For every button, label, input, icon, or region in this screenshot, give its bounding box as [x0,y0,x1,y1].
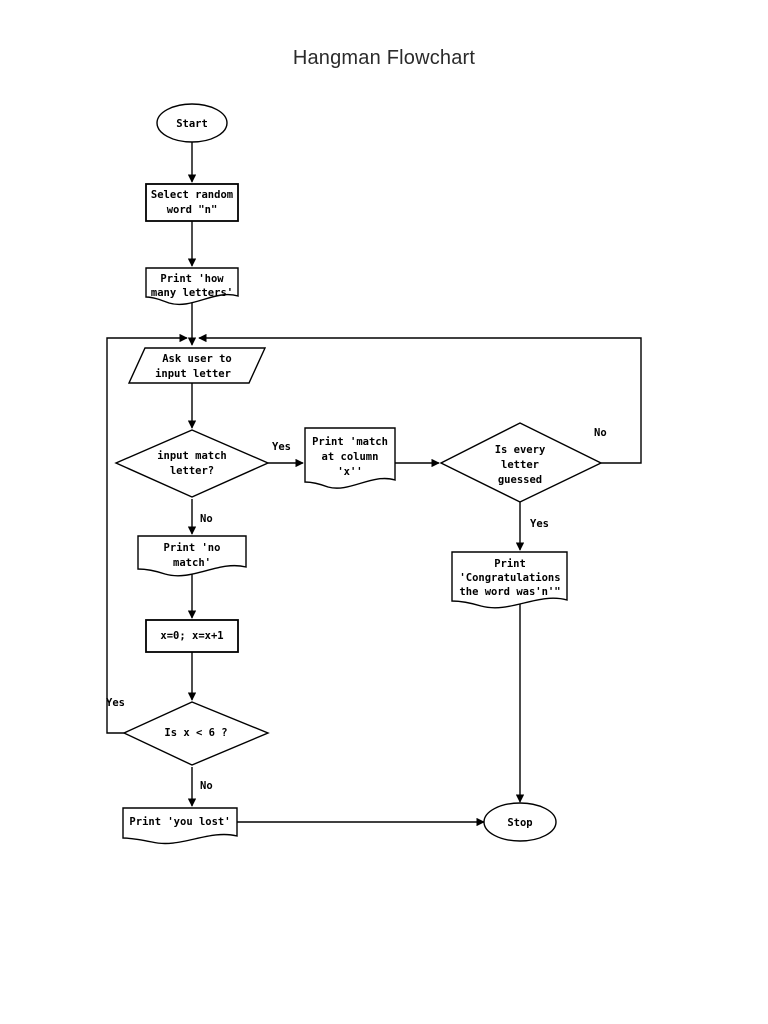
node-every-letter-line1: Is every [495,444,546,456]
node-stop-label: Stop [507,817,532,829]
node-print-no-line2: match' [173,557,211,569]
node-print-no-match[interactable]: Print 'no match' [137,535,247,577]
node-print-congratulations[interactable]: Print 'Congratulations the word was'n'" [451,551,568,609]
node-is-x-less-than-six-decision[interactable]: Is x < 6 ? [122,701,270,766]
node-select-random-word[interactable]: Select random word "n" [145,183,239,222]
edge-label-match-no: No [200,513,213,525]
node-print-match-line2: at column [322,451,379,463]
node-print-how-many-letters[interactable]: Print 'how many letters' [145,267,239,306]
node-start[interactable]: Start [156,103,228,143]
node-congrats-line1: Print [494,558,526,570]
node-print-lost-label: Print 'you lost' [129,816,230,828]
node-every-letter-line3: guessed [498,474,542,486]
node-ask-user-line2: input letter [155,368,231,380]
node-print-how-line2: many letters' [151,287,233,299]
node-start-label: Start [176,118,208,130]
node-input-match-line2: letter? [170,465,214,477]
node-print-you-lost[interactable]: Print 'you lost' [122,807,238,845]
edge-label-guessed-yes: Yes [530,518,549,530]
edge-loop-yes-rail [106,333,188,734]
node-print-how-line1: Print 'how [160,273,224,285]
node-print-no-line1: Print 'no [164,542,221,554]
node-ask-user-line1: Ask user to [162,353,232,365]
node-congrats-line3: the word was'n'" [459,586,560,598]
edge-label-guessed-no: No [594,427,607,439]
node-counter-assignment[interactable]: x=0; x=x+1 [145,619,239,653]
node-input-match-letter-decision[interactable]: input match letter? [114,429,270,498]
node-ask-user-input-letter[interactable]: Ask user to input letter [127,347,267,384]
node-select-word-line1: Select random [151,189,233,201]
node-is-every-letter-guessed-decision[interactable]: Is every letter guessed [439,422,603,503]
node-print-match-line1: Print 'match [312,436,388,448]
node-congrats-line2: 'Congratulations [459,572,560,584]
edge-label-match-yes: Yes [272,441,291,453]
node-stop[interactable]: Stop [483,802,557,842]
page-title: Hangman Flowchart [292,47,476,69]
node-is-x-label: Is x < 6 ? [164,727,227,739]
node-input-match-line1: input match [157,450,227,462]
node-counter-label: x=0; x=x+1 [160,630,223,642]
node-every-letter-line2: letter [501,459,539,471]
node-print-match-at-column[interactable]: Print 'match at column 'x'' [304,427,396,489]
node-select-word-line2: word "n" [167,204,218,216]
edge-label-loop-yes: Yes [106,697,125,709]
node-print-match-line3: 'x'' [337,466,362,478]
edge-guessed-no-rail [198,333,642,464]
edge-label-lost-no: No [200,780,213,792]
